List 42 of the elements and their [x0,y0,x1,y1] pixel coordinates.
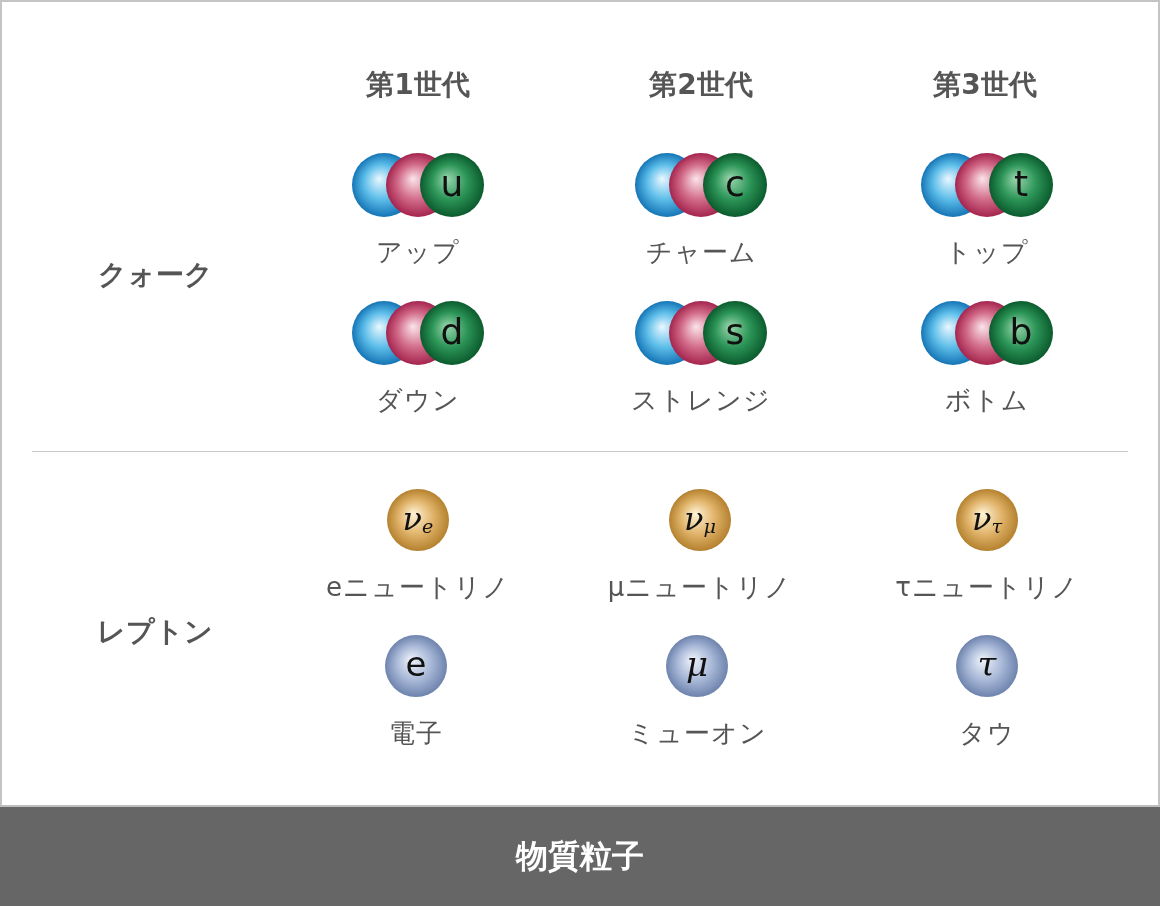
particle-symbol: ν$_{τ}$ [971,500,1003,538]
particle-name: τニュートリノ [895,573,1079,603]
quark-balls [350,151,486,219]
particle-symbol: s [725,311,745,353]
particle-ball [955,634,1019,698]
particle-name: eニュートリノ [326,573,510,603]
particle-ball [384,634,448,698]
quark-balls [919,299,1055,367]
particle-name: ダウン [376,386,460,416]
particle-symbol: e [405,645,427,685]
particle-symbol: d [440,311,464,353]
particle-name: ボトム [945,386,1029,416]
quark-balls [633,299,769,367]
particle-name: チャーム [645,238,757,268]
column-heading: 第3世代 [933,68,1037,102]
row-heading: レプトン [97,615,213,649]
particle-ball [665,634,729,698]
title-band: 物質粒子 [0,805,1160,906]
particle-ball [668,488,732,552]
particle-name: タウ [959,719,1015,749]
quark-balls [633,151,769,219]
particle-name: 電子 [389,719,443,749]
quark-balls [919,151,1055,219]
column-heading: 第1世代 [366,68,470,102]
column-heading: 第2世代 [649,68,753,102]
particle-symbol: μ [685,645,709,685]
particle-name: トップ [945,238,1029,268]
particle-ball [955,488,1019,552]
particle-symbol: b [1009,311,1033,353]
particle-ball [386,488,450,552]
particle-name: μニュートリノ [607,573,793,603]
particle-symbol: ν$_{e}$ [402,500,434,538]
particle-name: ストレンジ [631,386,771,416]
particle-symbol: u [440,163,464,205]
particle-symbol: ν$_{μ}$ [684,500,716,538]
particle-name: ミューオン [627,719,767,749]
quark-balls [350,299,486,367]
particle-symbol: τ [977,645,997,685]
particle-symbol: c [725,163,745,205]
particle-name: アップ [376,238,460,268]
particle-symbol: t [1013,163,1029,205]
row-heading: クォーク [97,258,213,292]
